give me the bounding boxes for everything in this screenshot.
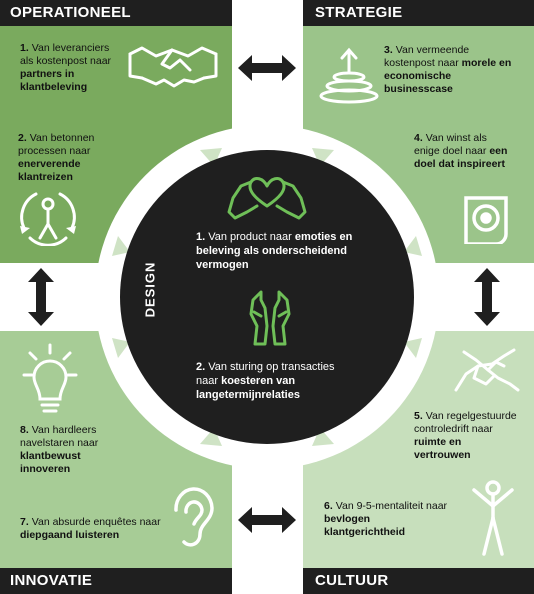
title-cultuur: CULTUUR — [303, 568, 534, 594]
item-op2: 2.Van betonnen processen naar enerverend… — [18, 132, 122, 184]
cheering-person-icon — [472, 480, 514, 556]
item-op1-number: 1. — [20, 42, 29, 54]
item-cu5: 5.Van regelgestuurde controledrift naar … — [414, 410, 518, 462]
item-cu5-pre: Van regelgestuurde controledrift naar — [414, 410, 517, 435]
title-operationeel: OPERATIONEEL — [0, 0, 232, 26]
item-st3-number: 3. — [384, 44, 393, 56]
handshake-icon — [128, 46, 218, 88]
item-in8-pre: Van hardleers navelstaren naar — [20, 424, 99, 449]
spiral-icon — [319, 47, 379, 104]
item-cu6-pre: Van 9-5-mentaliteit naar — [335, 500, 448, 512]
item-in8: 8.Van hardleers navelstaren naar klantbe… — [20, 424, 132, 476]
target-icon — [464, 196, 508, 244]
center-item-1-bold: emoties en beleving als onderscheidend v… — [196, 231, 353, 271]
heart-hands-icon — [227, 177, 307, 220]
item-cu6: 6.Van 9-5-mentaliteit naar bevlogen klan… — [324, 500, 454, 539]
item-in7-pre: Van absurde enquêtes naar — [31, 516, 161, 528]
title-innovatie: INNOVATIE — [0, 568, 232, 594]
item-cu5-number: 5. — [414, 410, 423, 422]
item-op2-bold: enerverende klantreizen — [18, 158, 81, 183]
item-op1-bold: partners in klantbeleving — [20, 68, 88, 93]
item-op2-number: 2. — [18, 132, 27, 144]
center-item-1-number: 1. — [196, 231, 206, 243]
center-item-2-pre: Van sturing op transacties naar — [196, 361, 335, 387]
item-st4-number: 4. — [414, 132, 423, 144]
clasped-hands-icon — [454, 348, 520, 392]
item-cu6-number: 6. — [324, 500, 333, 512]
item-op1: 1.Van leveranciers als kostenpost naar p… — [20, 42, 124, 94]
center-item-2: 2.Van sturing op transacties naar koeste… — [196, 360, 346, 402]
item-st3-bold: morele en economische businesscase — [384, 57, 512, 95]
double-arrow-bottom-icon — [238, 507, 296, 533]
cycle-person-icon — [20, 192, 76, 246]
item-in7: 7.Van absurde enquêtes naar diepgaand lu… — [20, 516, 170, 542]
item-op1-pre: Van leveranciers als kostenpost naar — [20, 42, 112, 67]
item-cu6-bold: bevlogen klantgerichtheid — [324, 513, 406, 538]
item-cu5-bold: ruimte en vertrouwen — [414, 436, 471, 461]
item-st3: 3.Van vermeende kostenpost naar morele e… — [384, 44, 514, 96]
ear-icon — [174, 487, 214, 547]
center-item-2-number: 2. — [196, 361, 206, 373]
lightbulb-icon — [22, 343, 78, 413]
item-st4: 4.Van winst als enige doel naar een doel… — [414, 132, 514, 171]
item-st3-pre: Van vermeende kostenpost naar — [384, 44, 470, 69]
item-st4-pre: Van winst als enige doel naar — [414, 132, 490, 157]
item-op2-pre: Van betonnen processen naar — [18, 132, 95, 157]
item-in8-bold: klantbewust innoveren — [20, 450, 81, 475]
double-arrow-right-icon — [474, 268, 500, 326]
center-item-1-pre: Van product naar — [208, 231, 295, 243]
center-item-1: 1.Van product naar emoties en beleving a… — [196, 230, 366, 272]
double-arrow-left-icon — [28, 268, 54, 326]
title-strategie: STRATEGIE — [303, 0, 534, 26]
item-in8-number: 8. — [20, 424, 29, 436]
item-st4-bold: een doel dat inspireert — [414, 145, 508, 170]
open-hands-icon — [249, 290, 291, 346]
double-arrow-top-icon — [238, 55, 296, 81]
center-item-2-bold: koesteren van langetermijnrelaties — [196, 375, 300, 401]
design-label: DESIGN — [142, 261, 158, 318]
item-in7-bold: diepgaand luisteren — [20, 529, 120, 541]
item-in7-number: 7. — [20, 516, 29, 528]
